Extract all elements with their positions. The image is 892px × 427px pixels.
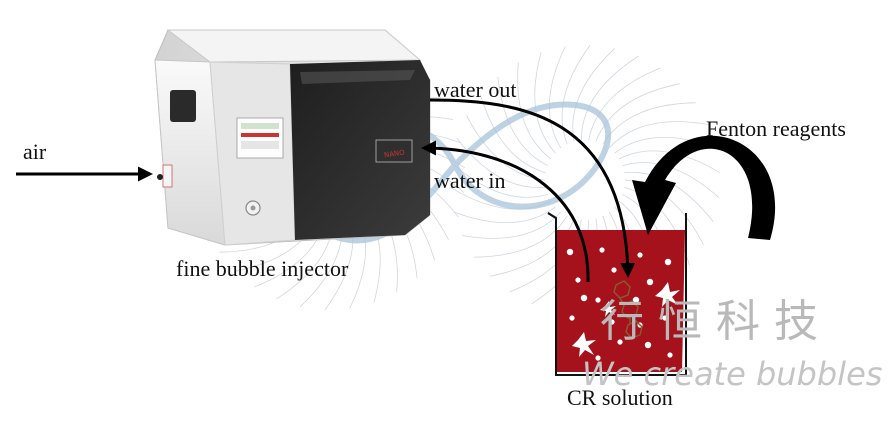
water-out-label: water out: [434, 77, 517, 102]
wave-line: [490, 218, 575, 277]
side-sticker: [162, 164, 173, 188]
wave-line: [580, 55, 639, 141]
bubble: [617, 339, 623, 345]
fine-bubble-injector: [154, 29, 431, 246]
watermark-chinese: 行恒科技: [600, 296, 832, 347]
wave-line: [497, 76, 548, 166]
water-in-pipe: [421, 140, 590, 283]
wave-line: [588, 67, 661, 141]
wave-line: [561, 44, 591, 145]
bubble: [667, 352, 673, 358]
bubble: [662, 315, 668, 321]
wave-line: [572, 48, 616, 142]
bubble: [566, 248, 574, 256]
burst-sparks: [572, 282, 680, 357]
bubble: [632, 296, 640, 304]
flow-arrows: [16, 98, 636, 283]
molecule-drawing: [613, 280, 643, 339]
wave-line: [456, 137, 546, 189]
bubble: [664, 258, 672, 266]
bubble: [575, 277, 581, 283]
bubble: [611, 267, 617, 273]
wave-line: [608, 121, 709, 149]
bubble: [599, 247, 605, 253]
bubble: [646, 278, 654, 286]
fenton-reagents-label: Fenton reagents: [706, 116, 846, 141]
bubble: [595, 297, 601, 303]
wave-line: [461, 211, 562, 239]
water-in-label: water in: [434, 168, 506, 193]
bubble: [644, 341, 652, 349]
bubble: [569, 315, 575, 321]
injector-label: fine bubble injector: [176, 256, 349, 281]
watermark-slogan: We create bubbles: [582, 355, 883, 393]
cr-solution-label: CR solution: [567, 385, 673, 410]
fenton-arrow: [632, 135, 776, 240]
wave-line: [474, 215, 568, 258]
wave-line: [595, 83, 680, 142]
wave-line: [480, 94, 546, 174]
bubble: [580, 294, 588, 302]
handle-slot: [170, 90, 196, 122]
water-out-pipe: [429, 98, 636, 278]
wave-line: [618, 150, 721, 174]
wave-line: [548, 46, 566, 149]
bubble: [595, 355, 601, 361]
wave-line: [517, 62, 552, 160]
bubble: [637, 252, 643, 258]
wave-line: [602, 102, 696, 145]
beaker: [547, 212, 687, 376]
air-label: air: [23, 139, 47, 164]
wave-line: [453, 206, 556, 224]
bubble: [609, 319, 615, 325]
